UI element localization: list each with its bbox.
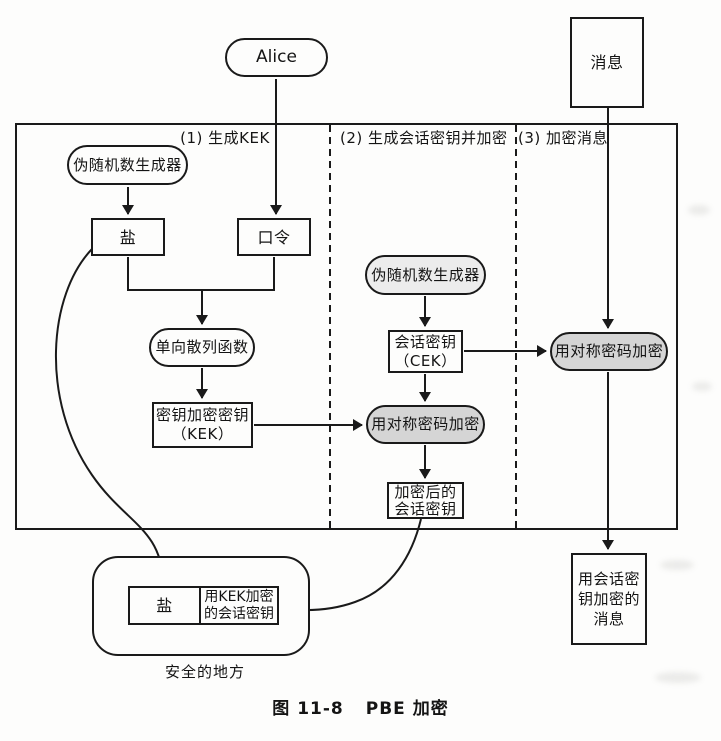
prng2-label: 伪随机数生成器 [371, 265, 480, 284]
encrypted-session-key-node: 加密后的 会话密钥 [387, 482, 464, 519]
kek-label-line2: （KEK） [171, 425, 234, 443]
scan-artifact [688, 205, 710, 215]
figure-caption: 图 11-8 PBE 加密 [0, 694, 721, 719]
encrypted-message-node: 用会话密 钥加密的 消息 [571, 553, 647, 645]
prng1-label: 伪随机数生成器 [73, 155, 182, 174]
cek-label-line2: （CEK） [394, 351, 457, 370]
safe-place-label: 安全的地方 [164, 663, 245, 681]
alice-node: Alice [225, 38, 328, 77]
figure-caption-title: PBE 加密 [365, 699, 449, 719]
hash-function-label: 单向散列函数 [155, 338, 249, 356]
cek-label-line1: 会话密钥 [394, 332, 457, 351]
scan-artifact [655, 672, 701, 683]
stored-wrapped-key-node: 用KEK加密 的会话密钥 [199, 586, 279, 625]
prng2-node: 伪随机数生成器 [365, 255, 486, 295]
symmetric-encrypt-msg-label: 用对称密码加密 [554, 342, 664, 360]
kek-label-line1: 密钥加密密钥 [155, 406, 249, 424]
kek-node: 密钥加密密钥 （KEK） [152, 402, 253, 448]
salt-node: 盐 [91, 218, 165, 256]
encrypted-message-line3: 消息 [593, 610, 625, 628]
section-2-label: (2) 生成会话密钥并加密 [340, 129, 508, 147]
salt-label: 盐 [119, 227, 137, 247]
hash-function-node: 单向散列函数 [149, 328, 255, 367]
symmetric-encrypt-msg-node: 用对称密码加密 [550, 332, 668, 371]
message-node: 消息 [570, 17, 644, 108]
encrypted-message-line1: 用会话密 [577, 570, 640, 588]
cek-node: 会话密钥 （CEK） [388, 330, 463, 373]
stored-salt-label: 盐 [156, 596, 173, 615]
figure-caption-number: 图 11-8 [272, 699, 344, 719]
password-label: 口令 [257, 227, 291, 247]
alice-label: Alice [256, 47, 297, 67]
section-1-label: (1) 生成KEK [180, 129, 270, 147]
password-node: 口令 [237, 218, 311, 256]
scan-artifact [660, 560, 694, 570]
scan-artifact [692, 382, 712, 391]
section-3-label: (3) 加密消息 [518, 129, 609, 147]
encrypted-message-line2: 钥加密的 [577, 590, 640, 608]
symmetric-encrypt-cek-label: 用对称密码加密 [371, 415, 480, 433]
encrypted-session-key-line1: 加密后的 [394, 482, 457, 501]
prng1-node: 伪随机数生成器 [67, 145, 188, 185]
encrypted-session-key-line2: 会话密钥 [394, 499, 457, 518]
message-label: 消息 [590, 53, 624, 72]
stored-wrapped-key-line2: 的会话密钥 [204, 605, 274, 622]
stored-salt-node: 盐 [128, 586, 201, 625]
symmetric-encrypt-cek-node: 用对称密码加密 [366, 405, 485, 444]
stored-wrapped-key-line1: 用KEK加密 [204, 588, 274, 605]
